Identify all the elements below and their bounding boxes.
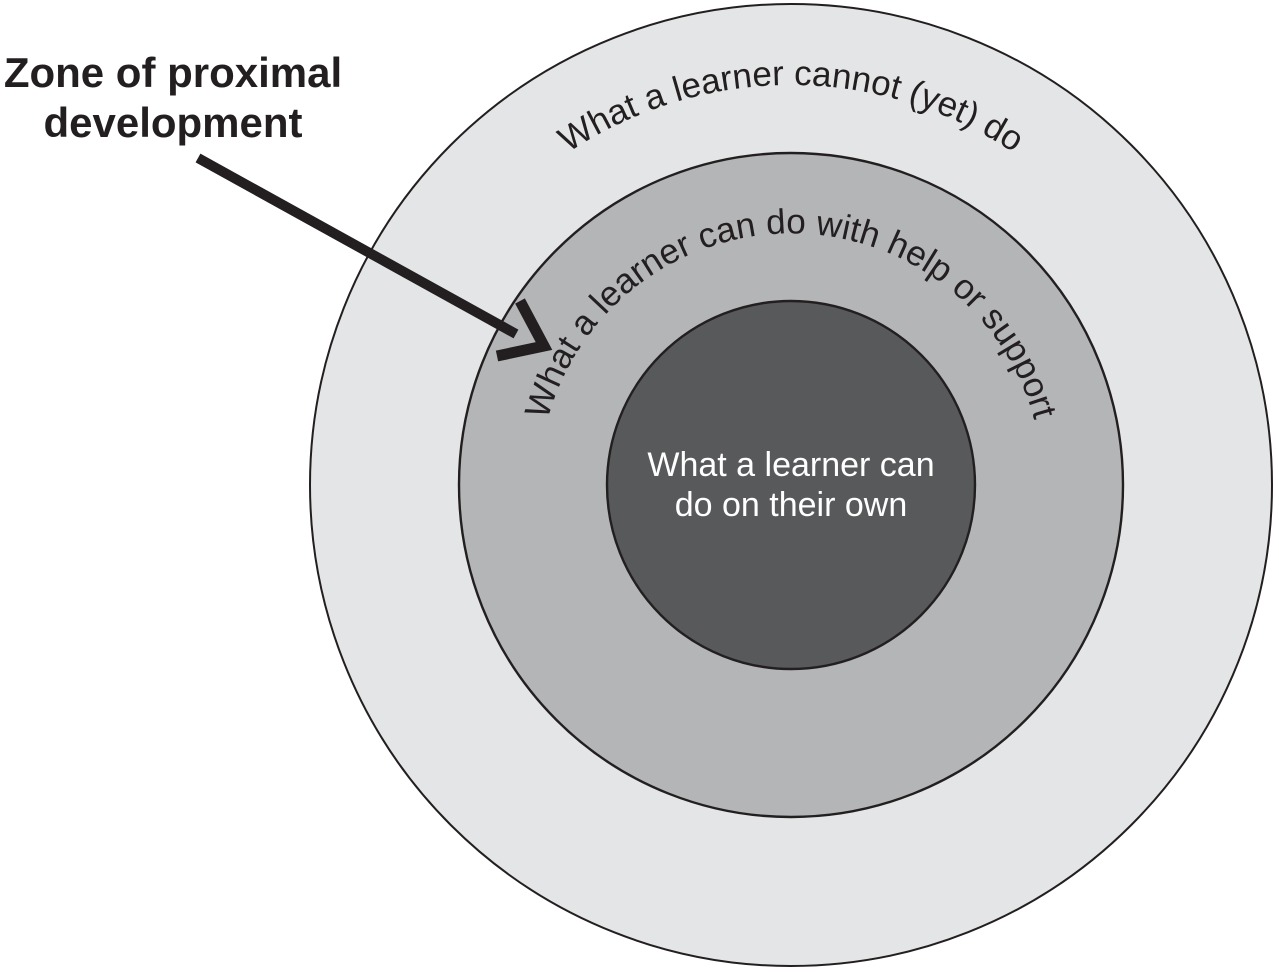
- diagram-title: Zone of proximal development: [4, 49, 342, 146]
- title-line-2: development: [43, 99, 302, 146]
- inner-circle-label-line1: What a learner can: [647, 446, 934, 484]
- zpd-arrow: [195, 153, 553, 362]
- arrow-head-icon: [495, 298, 553, 362]
- inner-circle-label-line2: do on their own: [675, 486, 908, 524]
- inner-circle: [605, 299, 977, 671]
- title-line-1: Zone of proximal: [4, 49, 342, 96]
- arrow-shaft: [195, 153, 519, 339]
